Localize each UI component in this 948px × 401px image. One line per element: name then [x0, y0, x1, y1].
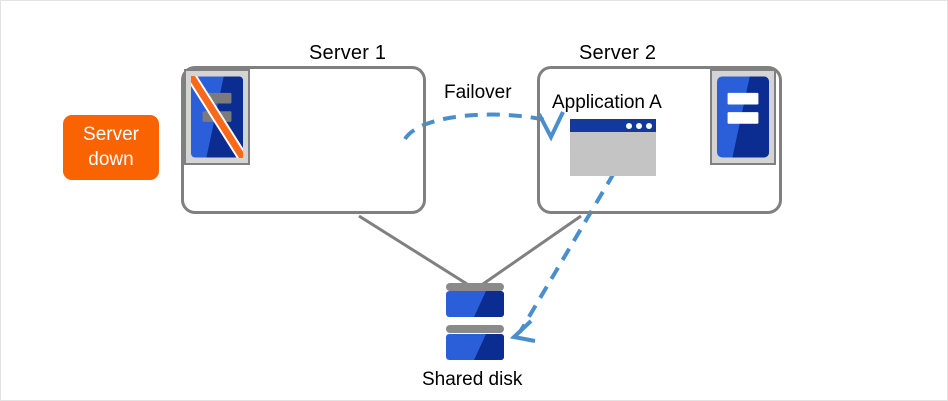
line-server2-to-disk	[482, 214, 582, 286]
shared-disk-label: Shared disk	[422, 369, 523, 390]
window-dot-3	[646, 122, 652, 129]
status-badge-line2: down	[88, 148, 134, 170]
server-rack-icon	[710, 69, 776, 165]
failover-arrow-path	[403, 112, 551, 141]
page-title-server2: Server 2	[579, 42, 657, 64]
window-titlebar	[570, 119, 656, 132]
status-badge-line1: Server	[83, 124, 139, 146]
failover-arrowhead	[537, 111, 565, 142]
application-label: Application A	[552, 92, 662, 113]
window-body	[570, 132, 656, 176]
window-dot-2	[636, 122, 642, 129]
server-rack-down-icon	[184, 69, 250, 165]
disk-stack-icon	[444, 282, 506, 362]
app-to-disk-arrow-path	[518, 171, 616, 334]
window-dot-1	[626, 122, 632, 129]
server2-container	[537, 66, 782, 214]
app-to-disk-arrowhead	[509, 319, 536, 343]
status-badge-server-down: Server down	[63, 115, 159, 180]
failover-label: Failover	[444, 82, 512, 103]
line-server1-to-disk	[358, 214, 468, 286]
server1-container	[181, 66, 426, 214]
application-window-icon	[570, 119, 656, 176]
page-title-server1: Server 1	[309, 42, 387, 64]
